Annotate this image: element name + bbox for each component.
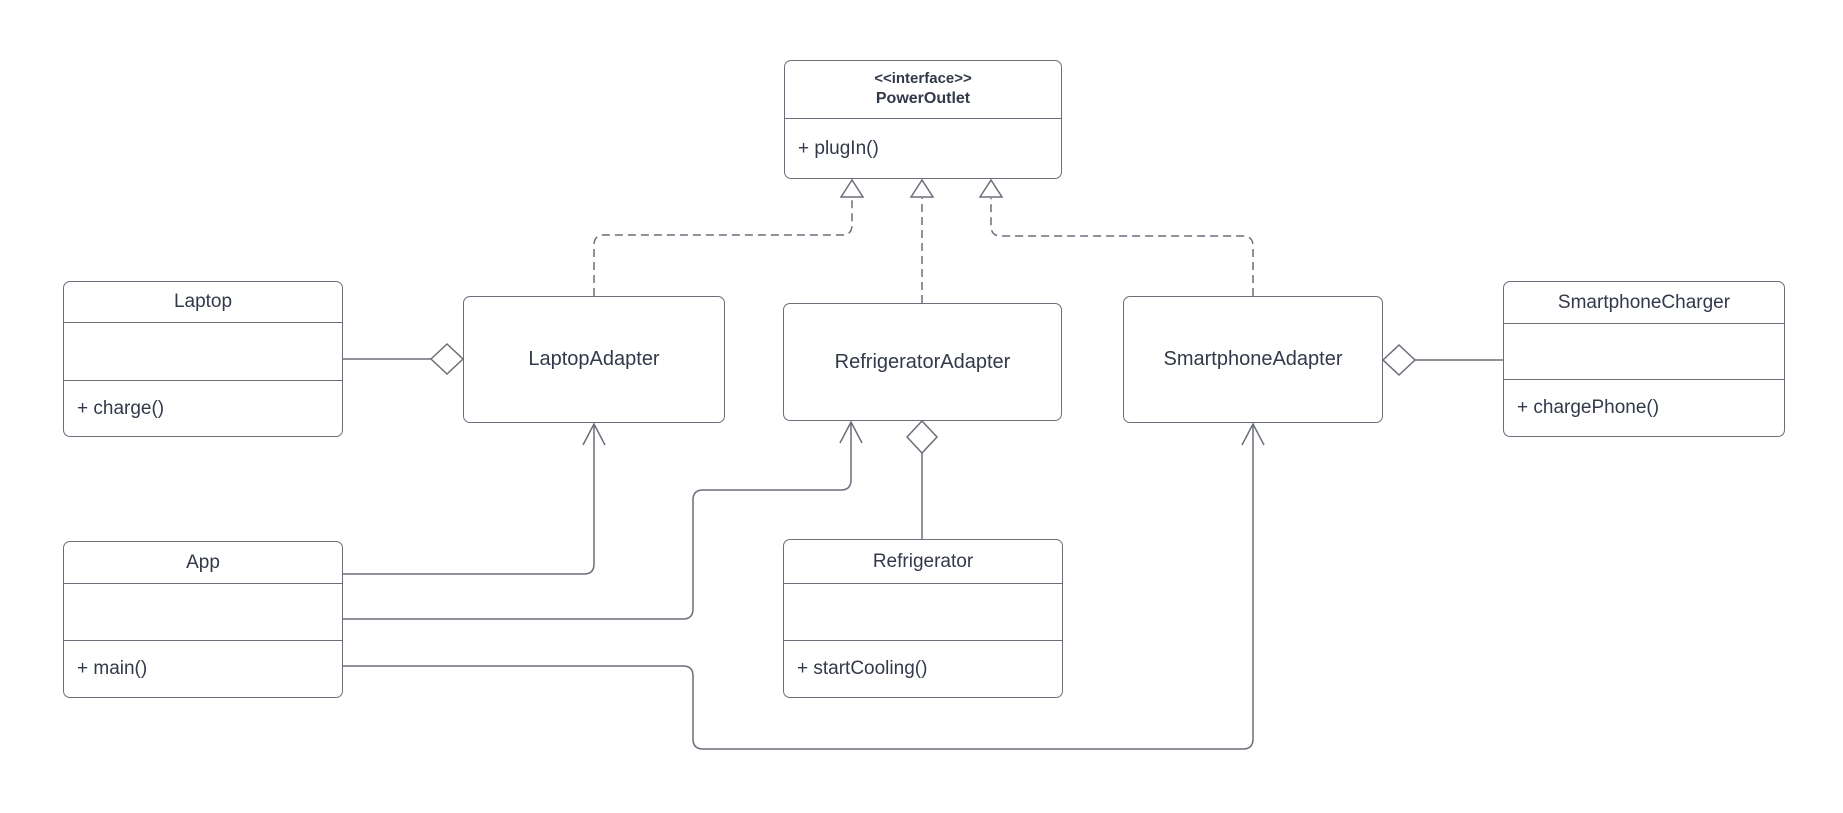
stereotype-label: <<interface>> [874,70,972,88]
class-box-app[interactable]: App + main() [63,541,343,698]
class-name: SmartphoneCharger [1557,291,1731,313]
attributes-compartment [64,583,342,640]
hollow-diamond-icon [429,342,465,376]
method-label: + plugIn() [785,118,1061,178]
open-arrow-icon [582,422,606,446]
hollow-triangle-arrow-icon [909,178,935,198]
class-box-refrigeratoradapter[interactable]: RefrigeratorAdapter [783,303,1062,421]
class-box-poweroutlet[interactable]: <<interface>> PowerOutlet + plugIn() [784,60,1062,179]
hollow-diamond-icon [905,419,939,455]
class-name: Refrigerator [872,550,974,572]
realization-smartphoneadapter-poweroutlet[interactable] [978,178,1254,296]
aggregation-refrigerator-refrigeratoradapter[interactable] [905,419,939,539]
class-box-laptop[interactable]: Laptop + charge() [63,281,343,437]
hollow-diamond-icon [1381,343,1417,377]
association-app-laptopadapter[interactable] [343,422,606,575]
realization-refrigeratoradapter-poweroutlet[interactable] [909,178,935,303]
attributes-compartment [64,322,342,380]
attributes-compartment [1504,323,1784,379]
class-name: LaptopAdapter [528,348,660,370]
class-box-smartphonecharger[interactable]: SmartphoneCharger + chargePhone() [1503,281,1785,437]
method-label: + startCooling() [784,640,1062,697]
class-box-smartphoneadapter[interactable]: SmartphoneAdapter [1123,296,1383,423]
class-name: Laptop [173,291,233,312]
class-name: SmartphoneAdapter [1163,348,1343,370]
aggregation-laptop-laptopadapter[interactable] [343,342,465,376]
method-label: + chargePhone() [1504,379,1784,436]
method-label: + main() [64,640,342,697]
class-box-laptopadapter[interactable]: LaptopAdapter [463,296,725,423]
realization-laptopadapter-poweroutlet[interactable] [593,178,865,296]
attributes-compartment [784,583,1062,640]
hollow-triangle-arrow-icon [839,178,865,198]
association-app-refrigeratoradapter[interactable] [343,420,863,620]
hollow-triangle-arrow-icon [978,178,1004,198]
class-name: PowerOutlet [875,89,971,107]
class-name: App [186,551,220,573]
aggregation-smartphonecharger-smartphoneadapter[interactable] [1381,343,1503,377]
open-arrow-icon [839,420,863,444]
method-label: + charge() [64,380,342,436]
class-box-refrigerator[interactable]: Refrigerator + startCooling() [783,539,1063,698]
association-app-smartphoneadapter[interactable] [343,422,1265,750]
class-name: RefrigeratorAdapter [834,350,1011,373]
class-header: <<interface>> PowerOutlet [785,61,1061,118]
open-arrow-icon [1241,422,1265,446]
